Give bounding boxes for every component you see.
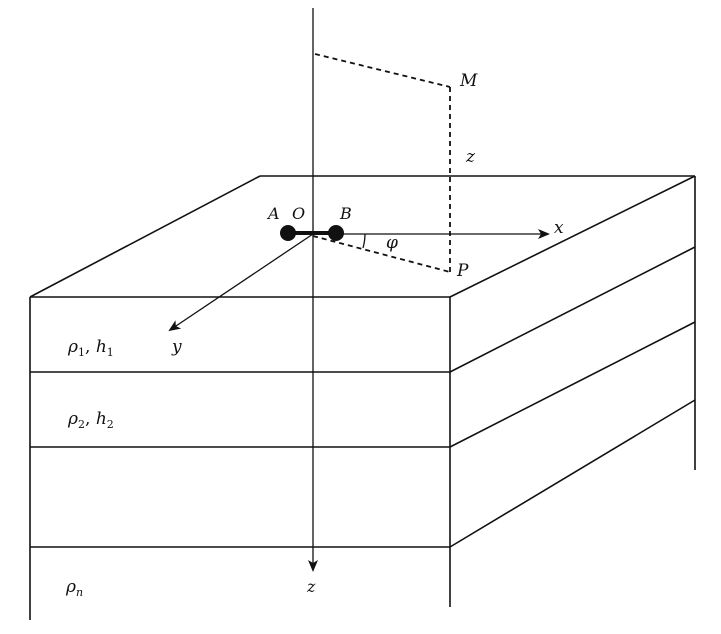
layer-label-1: ρ1, h1 <box>67 337 114 359</box>
angle-arc <box>362 233 366 249</box>
layer-label-n: ρn <box>65 577 83 599</box>
label-z-vertical: z <box>465 147 476 167</box>
label-phi: φ <box>386 233 398 253</box>
label-z-axis-bottom: z <box>306 577 316 596</box>
electrode-a <box>280 225 296 241</box>
label-b: B <box>339 204 352 223</box>
label-p: P <box>456 261 469 281</box>
label-o: O <box>292 204 305 223</box>
label-a: A <box>266 204 280 223</box>
dashed-plane <box>312 53 451 273</box>
y-axis <box>168 233 314 332</box>
label-y-axis: y <box>171 337 182 357</box>
label-m: M <box>459 71 478 91</box>
layer-label-2: ρ2, h2 <box>67 409 114 431</box>
block-side-face <box>449 176 696 548</box>
block-top-face <box>29 175 696 298</box>
block-front-face <box>29 297 451 620</box>
electrode-b <box>328 225 344 241</box>
label-x-axis: x <box>554 218 564 238</box>
